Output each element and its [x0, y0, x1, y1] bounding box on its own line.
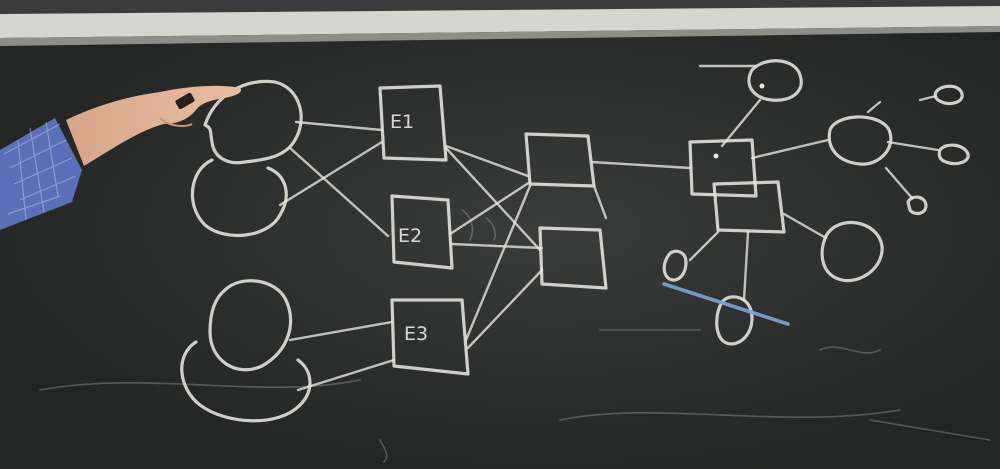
edge-switch-label-e1: E1	[390, 111, 414, 133]
chalk-marker-icon	[175, 92, 195, 110]
edge-switch-e2: E2	[390, 194, 454, 270]
board-frame-rail	[0, 6, 1000, 38]
aggregation-switch-bottom	[538, 226, 608, 290]
blue-chalk-line	[662, 282, 790, 326]
erased-chalk-smudges	[39, 329, 991, 463]
aggregation-core-link	[590, 160, 692, 170]
presenter-arm	[0, 85, 242, 230]
host-cloud-top	[190, 79, 303, 238]
core-switch	[688, 138, 786, 234]
external-network	[698, 59, 970, 283]
core-subtree	[662, 153, 754, 346]
host-edge-links	[278, 120, 396, 392]
edge-switch-label-e2: E2	[398, 225, 422, 247]
edge-switch-e1: E1	[378, 84, 448, 162]
edge-switch-e3: E3	[390, 298, 470, 376]
edge-switch-label-e3: E3	[404, 323, 428, 345]
edge-aggregation-links	[444, 144, 608, 350]
